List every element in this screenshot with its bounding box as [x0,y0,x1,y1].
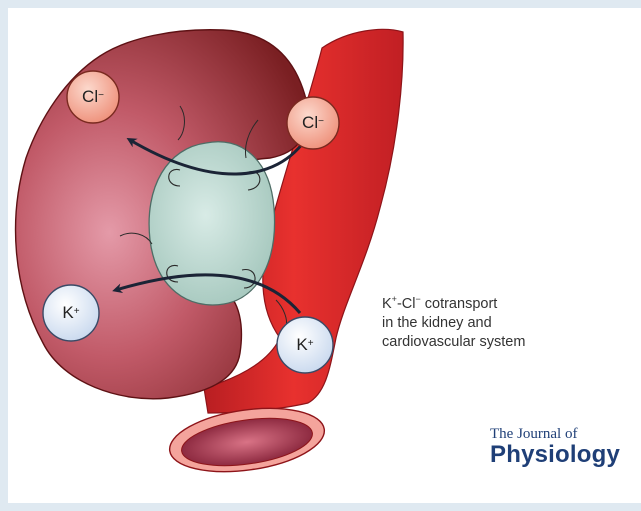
figure-frame: Cl− Cl− K+ K+ K+-Cl− cotransport in the … [8,8,641,503]
journal-logo-top: The Journal of [490,426,620,442]
caption-line-3: cardiovascular system [382,333,582,352]
journal-logo-main: Physiology [490,442,620,468]
ion-charge: − [318,116,324,127]
caption-line-1: K+-Cl− cotransport [382,290,582,314]
ion-symbol: K [296,335,307,355]
ion-charge: + [74,306,80,317]
cl-ion-right: Cl− [287,97,339,149]
kcc-transporter [149,142,274,305]
cl-ion-left: Cl− [67,71,119,123]
ion-symbol: Cl [82,87,98,107]
caption-line-2: in the kidney and [382,314,582,333]
k-ion-left: K+ [43,285,99,341]
k-ion-right: K+ [277,317,333,373]
ion-symbol: K [62,303,73,323]
journal-logo: The Journal of Physiology [490,426,620,468]
ion-charge: + [308,338,314,349]
ion-symbol: Cl [302,113,318,133]
ion-charge: − [98,90,104,101]
figure-caption: K+-Cl− cotransport in the kidney and car… [382,290,582,352]
